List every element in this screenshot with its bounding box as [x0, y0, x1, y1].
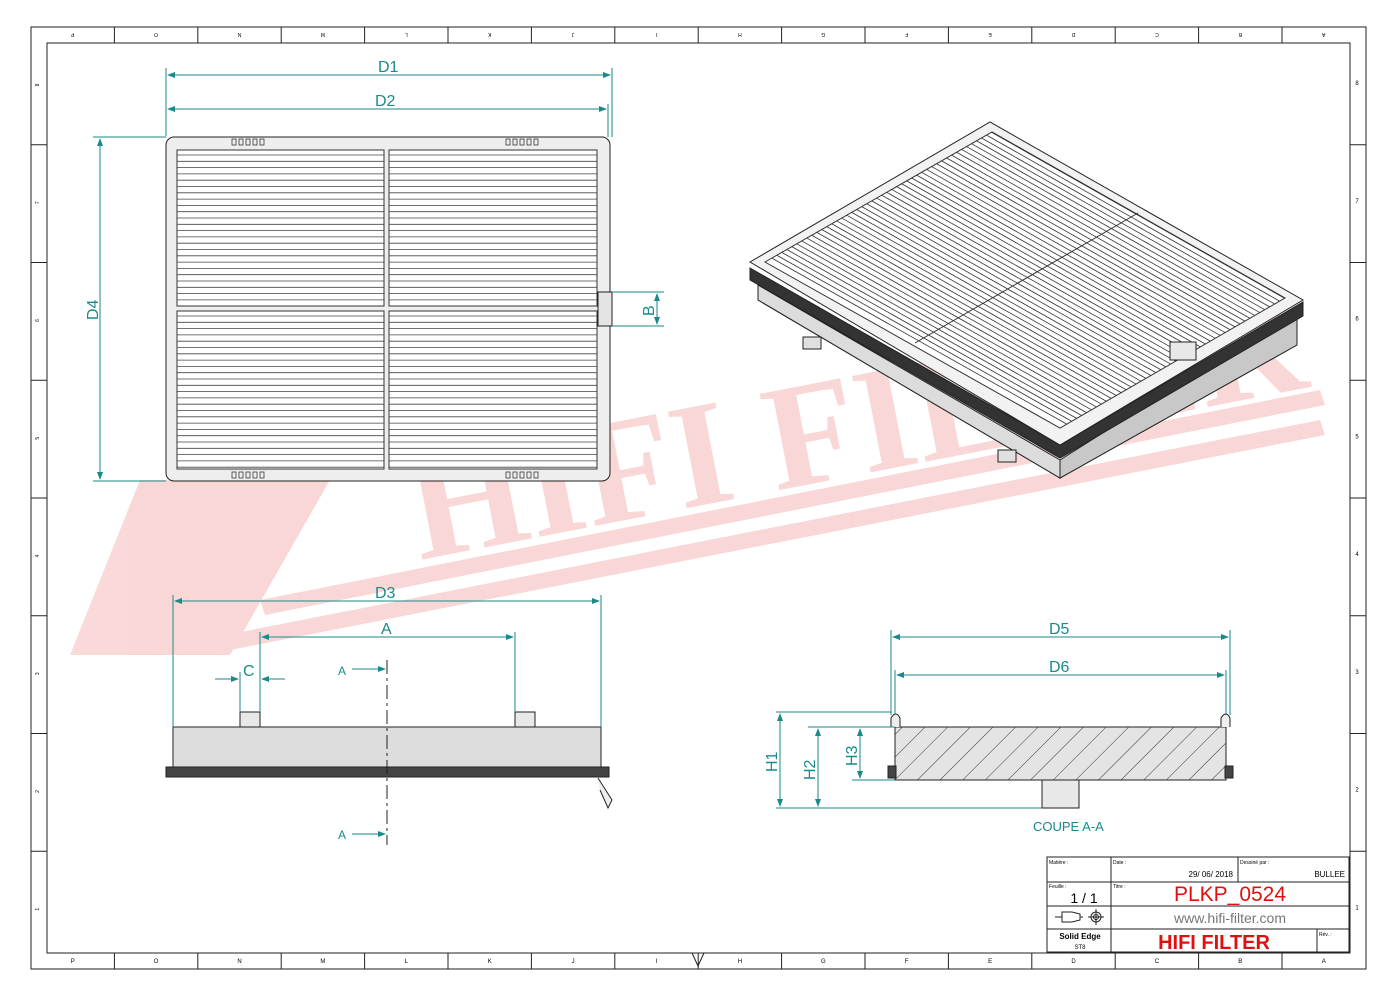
filter-panel [176, 310, 385, 470]
column-label: D [1071, 31, 1075, 37]
dim-d6-label: D6 [1049, 659, 1070, 676]
row-label: 8 [35, 83, 41, 86]
column-label: G [821, 31, 825, 37]
row-label: 4 [35, 554, 41, 557]
column-label: F [905, 959, 909, 965]
row-label: 2 [1355, 788, 1359, 794]
sheet-label: Feuille : [1049, 884, 1067, 890]
column-label: I [656, 959, 658, 965]
column-label: C [1155, 959, 1160, 965]
row-label: 7 [1355, 199, 1359, 205]
row-label: 4 [1355, 552, 1359, 558]
column-label: J [572, 959, 575, 965]
dim-a-label: A [381, 621, 392, 638]
border-zone-marks: P P O O N N M M L L K K J J I I H H G G F F E E D D C C B B A A 8 8 7 7 6 6 5 5… [31, 27, 1366, 969]
column-label: A [1321, 31, 1325, 37]
dim-d4-label: D4 [85, 299, 102, 320]
revision-label: Rév. : [1319, 932, 1332, 938]
row-label: 5 [35, 437, 41, 440]
column-label: H [738, 959, 742, 965]
column-label: O [154, 959, 159, 965]
column-label: A [1322, 959, 1326, 965]
column-label: E [988, 959, 992, 965]
column-label: B [1238, 31, 1242, 37]
column-label: O [154, 31, 158, 37]
column-label: K [488, 959, 492, 965]
column-label: P [70, 31, 74, 37]
isometric-view [749, 121, 1304, 479]
side-view [165, 660, 613, 845]
column-label: K [487, 31, 491, 37]
date-value: 29/ 06/ 2018 [1189, 870, 1234, 879]
top-view [165, 136, 613, 482]
side-view-dimensions: D3 A C A A [172, 585, 602, 842]
column-label: I [656, 31, 657, 37]
column-label: J [571, 31, 574, 37]
column-label: N [237, 31, 241, 37]
dim-h2-label: H2 [802, 759, 819, 780]
drawing-title: PLKP_0524 [1174, 883, 1286, 906]
row-label: 1 [1355, 905, 1359, 911]
column-label: D [1071, 959, 1076, 965]
row-label: 8 [1355, 81, 1359, 87]
dim-d1-label: D1 [378, 59, 399, 76]
dim-h3-label: H3 [844, 745, 861, 766]
column-label: P [71, 959, 75, 965]
software-version: ST8 [1074, 945, 1086, 951]
website: www.hifi-filter.com [1173, 910, 1286, 926]
top-view-dimensions: D1 D2 D4 B [85, 59, 664, 482]
sheet-value: 1 / 1 [1070, 890, 1097, 906]
section-view-dimensions: D5 D6 H1 H2 H3 COUPE A-A [764, 621, 1231, 834]
column-label: G [821, 959, 826, 965]
material-label: Matière : [1049, 860, 1068, 866]
column-label: H [738, 31, 742, 37]
section-marker-bottom: A [338, 828, 346, 842]
dim-h1-label: H1 [764, 751, 781, 772]
column-label: M [320, 959, 325, 965]
column-label: B [1238, 959, 1242, 965]
column-label: L [405, 31, 408, 37]
column-label: C [1155, 31, 1159, 37]
software-name: Solid Edge [1059, 932, 1101, 941]
dim-c-label: C [243, 663, 255, 680]
column-label: L [405, 959, 409, 965]
section-caption: COUPE A-A [1033, 819, 1104, 834]
row-label: 3 [35, 672, 41, 675]
section-view [887, 713, 1234, 809]
title-label: Titre : [1113, 884, 1126, 890]
dim-d5-label: D5 [1049, 621, 1070, 638]
filter-panel [176, 149, 385, 307]
row-label: 1 [35, 908, 41, 911]
row-label: 5 [1355, 434, 1359, 440]
drawn-by-label: Dessiné par : [1240, 860, 1269, 866]
filter-panel [388, 149, 598, 307]
dim-b-label: B [641, 305, 658, 316]
drawn-by-value: BULLEE [1314, 870, 1345, 879]
row-label: 6 [35, 319, 41, 322]
title-block: Matière : Date : 29/ 06/ 2018 Dessiné pa… [1046, 856, 1350, 954]
row-label: 2 [35, 790, 41, 793]
column-label: E [988, 31, 992, 37]
column-label: M [321, 31, 325, 37]
row-label: 7 [35, 201, 41, 204]
filter-panel [388, 310, 598, 470]
column-label: N [237, 959, 241, 965]
dim-d3-label: D3 [375, 585, 396, 602]
date-label: Date : [1113, 860, 1126, 866]
row-label: 3 [1355, 670, 1359, 676]
section-marker-top: A [338, 664, 346, 678]
row-label: 6 [1355, 317, 1359, 323]
company-name: HIFI FILTER [1158, 932, 1270, 954]
center-mark-icon [691, 952, 705, 968]
projection-symbol-icon [1055, 909, 1104, 925]
dim-d2-label: D2 [375, 93, 396, 110]
column-label: F [905, 31, 908, 37]
